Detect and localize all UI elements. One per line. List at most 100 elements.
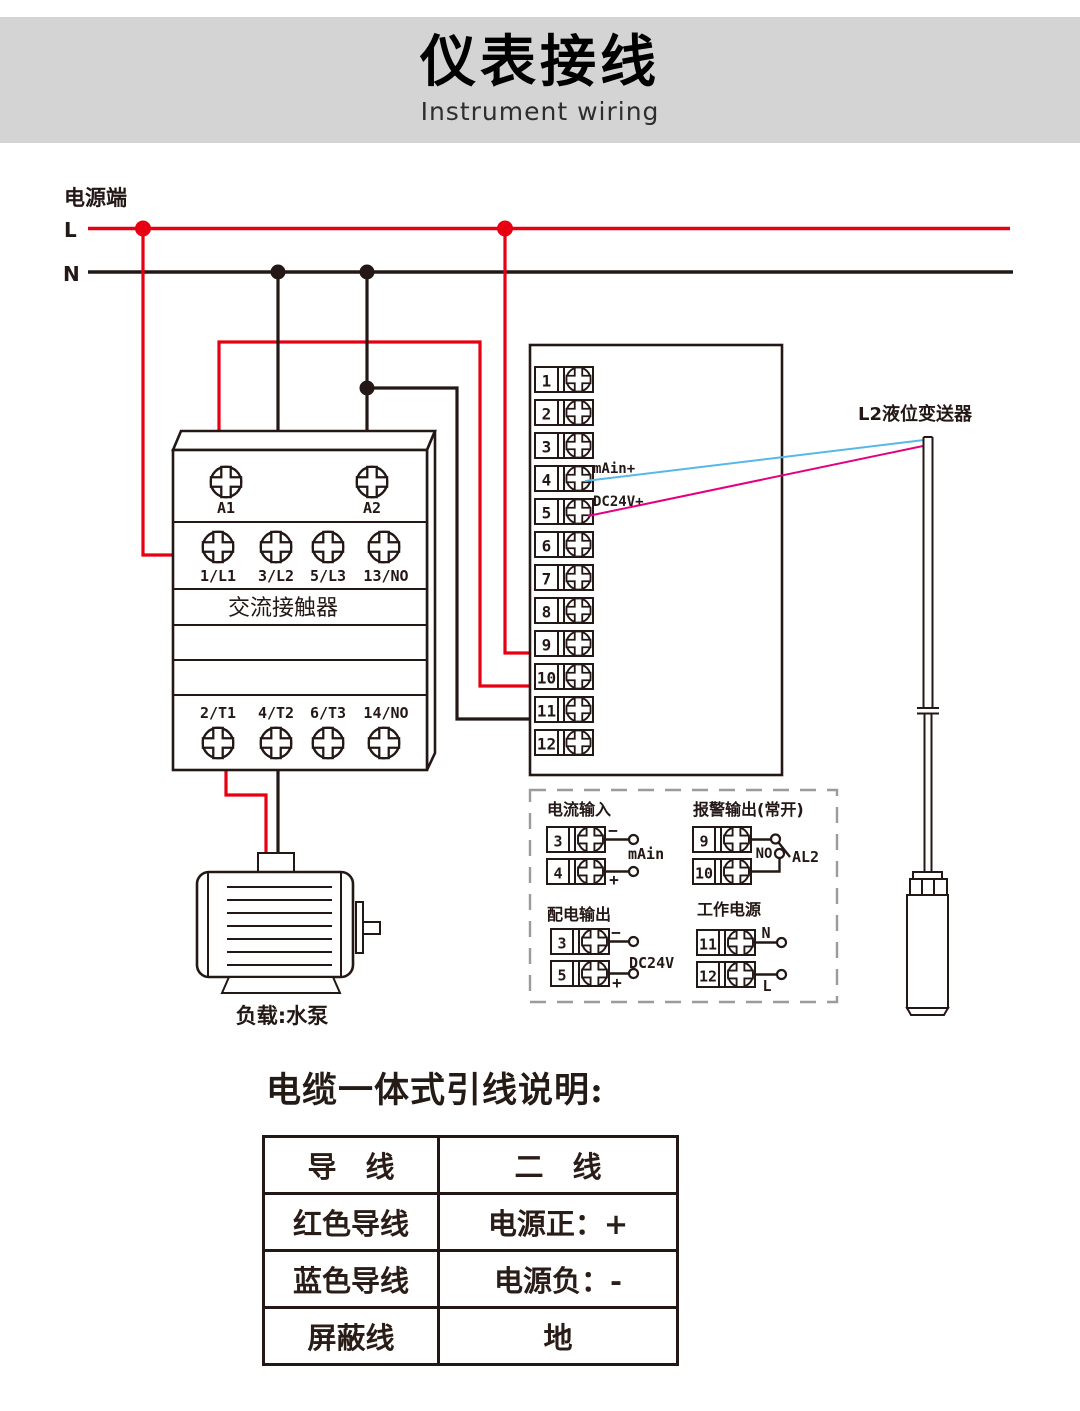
table-cell: 二 线 <box>437 1135 679 1195</box>
legend-terminal-3: 3 <box>546 826 606 853</box>
terminal-unit-2: 2 <box>534 399 594 426</box>
wire-end <box>775 936 788 949</box>
terminal-number: 4 <box>542 471 552 490</box>
wire-end <box>627 935 640 948</box>
screw-t7 <box>565 564 592 591</box>
screw-t1 <box>565 366 592 393</box>
table-cell: 导 线 <box>262 1135 440 1195</box>
legend-terminal-number: 4 <box>553 865 562 883</box>
terminal-unit-6: 6 <box>534 531 594 558</box>
terminal-label-5l3: 5/L3 <box>310 567 346 585</box>
legend-dist-output: 配电输出 3 5 − DC24V + <box>547 905 674 992</box>
legend-terminal-number: 10 <box>695 865 713 883</box>
screw-legend <box>577 826 604 853</box>
terminal-number: 1 <box>542 372 552 391</box>
legend-terminal-number: 3 <box>557 935 566 953</box>
screw-t2 <box>565 399 592 426</box>
screw-legend <box>727 929 754 956</box>
legend-terminal-3b: 3 <box>550 928 610 955</box>
screw-3l2 <box>259 530 293 564</box>
signal-label-main: mAin <box>628 845 664 863</box>
screw-4t2 <box>259 726 293 760</box>
terminal-legend: 电流输入 3 4 − mAin + <box>528 788 839 1004</box>
table-row: 导 线 二 线 <box>262 1135 679 1195</box>
screw-legend <box>581 928 608 955</box>
screw-legend <box>577 858 604 885</box>
motor-base <box>220 976 342 994</box>
signal-label-dc24v: DC24V <box>629 954 674 972</box>
table-row: 蓝色导线 电源负：- <box>262 1249 679 1309</box>
legend-work-power: 工作电源 11 12 N L <box>696 900 788 995</box>
terminal-number: 6 <box>542 537 552 556</box>
terminal-unit-7: 7 <box>534 564 594 591</box>
table-cell: 蓝色导线 <box>262 1249 440 1309</box>
screw-t8 <box>565 597 592 624</box>
terminal-label-2t1: 2/T1 <box>200 704 236 722</box>
terminal-unit-1: 1 <box>534 366 594 393</box>
terminal-label-3l2: 3/L2 <box>258 567 294 585</box>
instrument: 1 2 3 4 5 <box>528 343 784 777</box>
line-l-label: L <box>64 218 77 242</box>
legend-border <box>528 788 839 1004</box>
screw-t3 <box>565 432 592 459</box>
motor-fins <box>227 886 332 966</box>
legend-current-input: 电流输入 3 4 − mAin + <box>546 800 664 889</box>
legend-terminal-number: 5 <box>557 967 566 985</box>
switch-contact-bottom <box>773 847 786 860</box>
screw-1l1 <box>201 530 235 564</box>
wire-a1-to-terminal10 <box>217 340 578 688</box>
screw-legend <box>723 826 750 853</box>
legend-terminal-number: 11 <box>699 936 717 954</box>
minus-sign: − <box>611 923 621 942</box>
contactor-name: 交流接触器 <box>228 596 338 621</box>
terminal5-signal-label: DC24V+ <box>593 494 644 510</box>
screw-a1 <box>209 465 243 499</box>
terminal-label-14no: 14/NO <box>363 704 408 722</box>
table-cell: 地 <box>437 1306 679 1366</box>
al2-label: AL2 <box>792 848 819 866</box>
screw-14no <box>367 726 401 760</box>
screw-legend <box>581 960 608 987</box>
probe-cap <box>905 1007 950 1016</box>
legend-terminal-number: 9 <box>699 833 708 851</box>
signal-wire-blue <box>584 439 925 482</box>
screw-t12 <box>565 729 592 756</box>
legend-title: 报警输出(常开) <box>693 800 804 819</box>
terminal-label-1l1: 1/L1 <box>200 567 236 585</box>
minus-sign: − <box>608 821 618 840</box>
level-transmitter: L2液位变送器 <box>858 403 973 1016</box>
wire-end <box>627 967 640 980</box>
probe-body <box>906 894 949 1009</box>
plus-sign: + <box>612 973 622 992</box>
legend-terminal-number: 12 <box>699 968 717 986</box>
ac-contactor: A1 A2 1/L1 3/L2 5/L3 13/NO 交流接触器 2/T1 4/… <box>171 429 437 772</box>
legend-alarm-output: 报警输出(常开) 9 10 NO AL2 <box>692 800 819 885</box>
legend-title: 配电输出 <box>547 905 611 924</box>
transmitter-label: L2液位变送器 <box>858 403 973 425</box>
legend-terminal-10: 10 <box>692 858 752 885</box>
terminal-number: 9 <box>542 636 552 655</box>
legend-terminal-5: 5 <box>550 960 610 987</box>
cable-note-table: 导 线 二 线 红色导线 电源正：+ 蓝色导线 电源负：- 屏蔽线 地 <box>262 1135 679 1366</box>
wire-a2-to-terminal11 <box>367 386 578 721</box>
terminal-unit-4: 4 <box>534 465 594 492</box>
terminal-number: 7 <box>542 570 552 589</box>
wire-end <box>775 968 788 981</box>
terminal-label-13no: 13/NO <box>363 567 408 585</box>
screw-t10 <box>565 663 592 690</box>
screw-t11 <box>565 696 592 723</box>
legend-title: 电流输入 <box>547 800 611 819</box>
terminal-unit-11: 11 <box>534 696 594 723</box>
screw-t6 <box>565 531 592 558</box>
probe-nut <box>909 878 948 896</box>
screw-legend <box>727 961 754 988</box>
contactor-body <box>171 448 429 772</box>
terminal-number: 12 <box>537 735 556 754</box>
terminal-unit-5: 5 <box>534 498 594 525</box>
wire-2t1-to-motor <box>224 756 268 862</box>
l-label: L <box>762 977 771 995</box>
switch-blade <box>777 841 791 858</box>
terminal-number: 2 <box>542 405 552 424</box>
table-cell: 电源正：+ <box>437 1192 679 1252</box>
